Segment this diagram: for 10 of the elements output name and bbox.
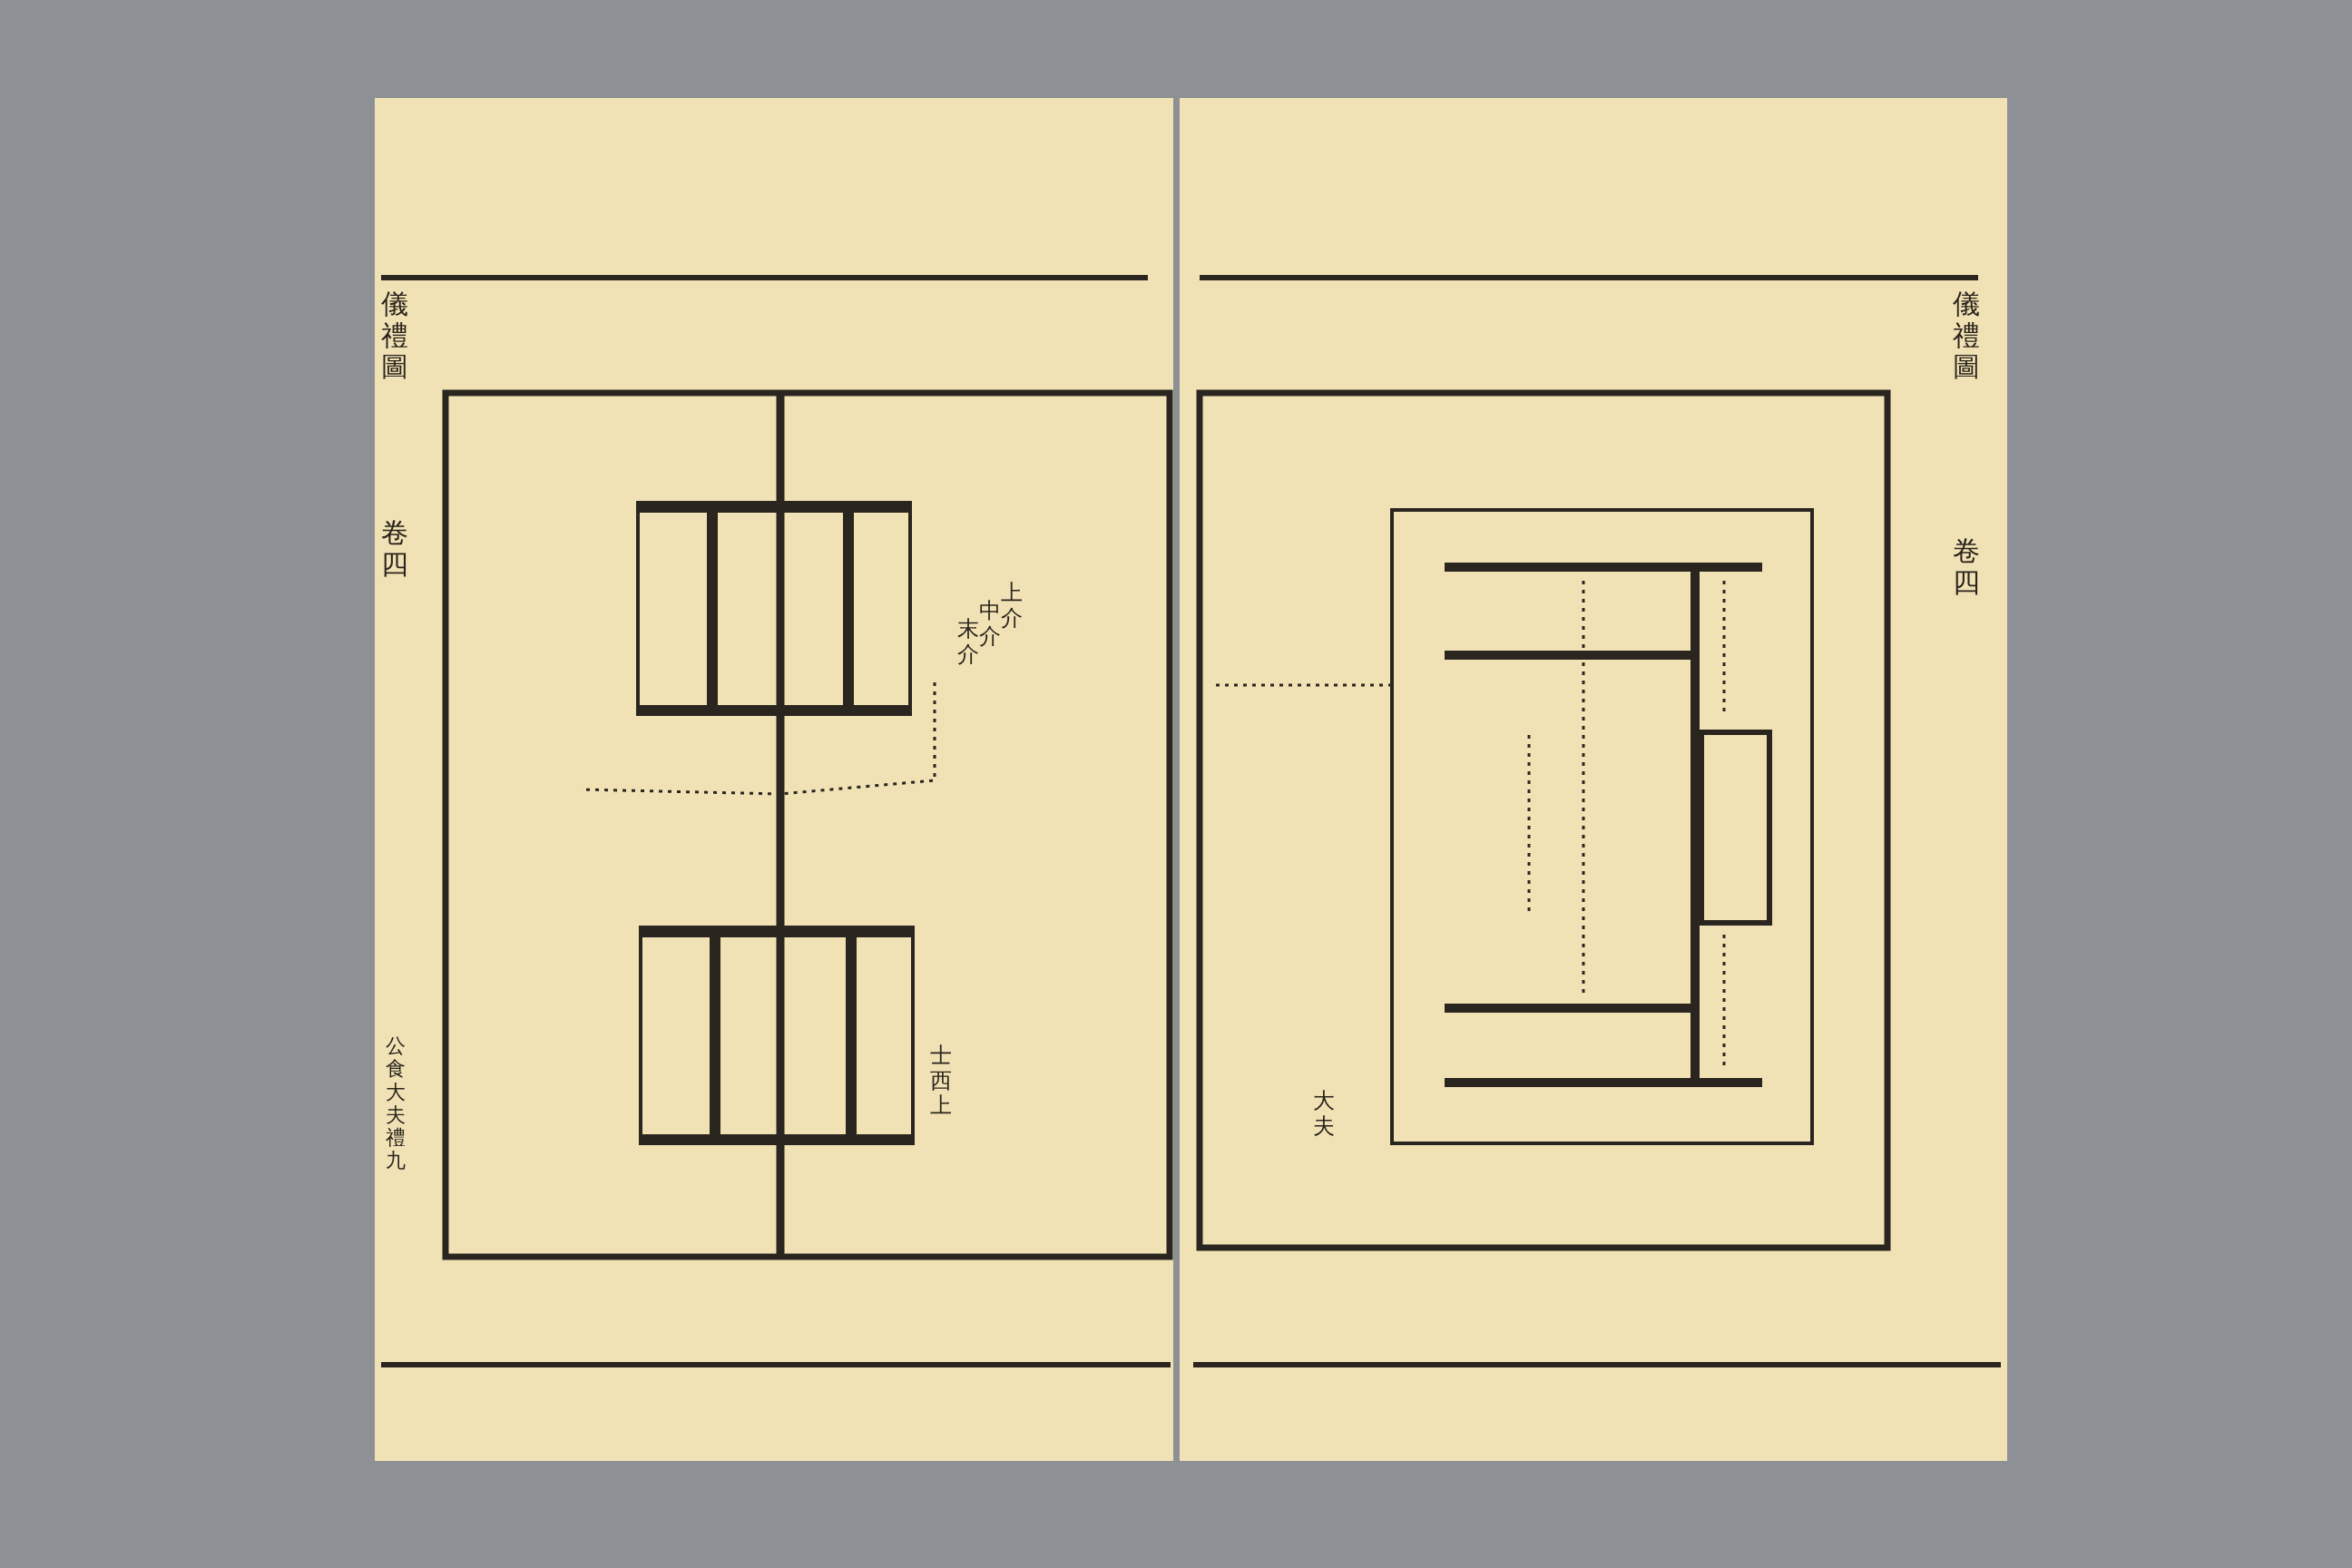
plan-label: 大夫 [1312,1089,1337,1140]
plan-label: 卷四 [1951,535,1981,598]
plan-label: 末介 [956,617,980,668]
plan-label: 中介 [979,599,1002,650]
plan-label: 上介 [1001,581,1024,632]
plan-label: 儀禮圖 [379,289,409,383]
plan-label: 儀禮圖 [1951,289,1981,383]
plan-label: 公食大夫禮九 [385,1034,407,1172]
plan-label: 卷四 [379,517,409,580]
plan-label: 士西上 [929,1044,954,1119]
